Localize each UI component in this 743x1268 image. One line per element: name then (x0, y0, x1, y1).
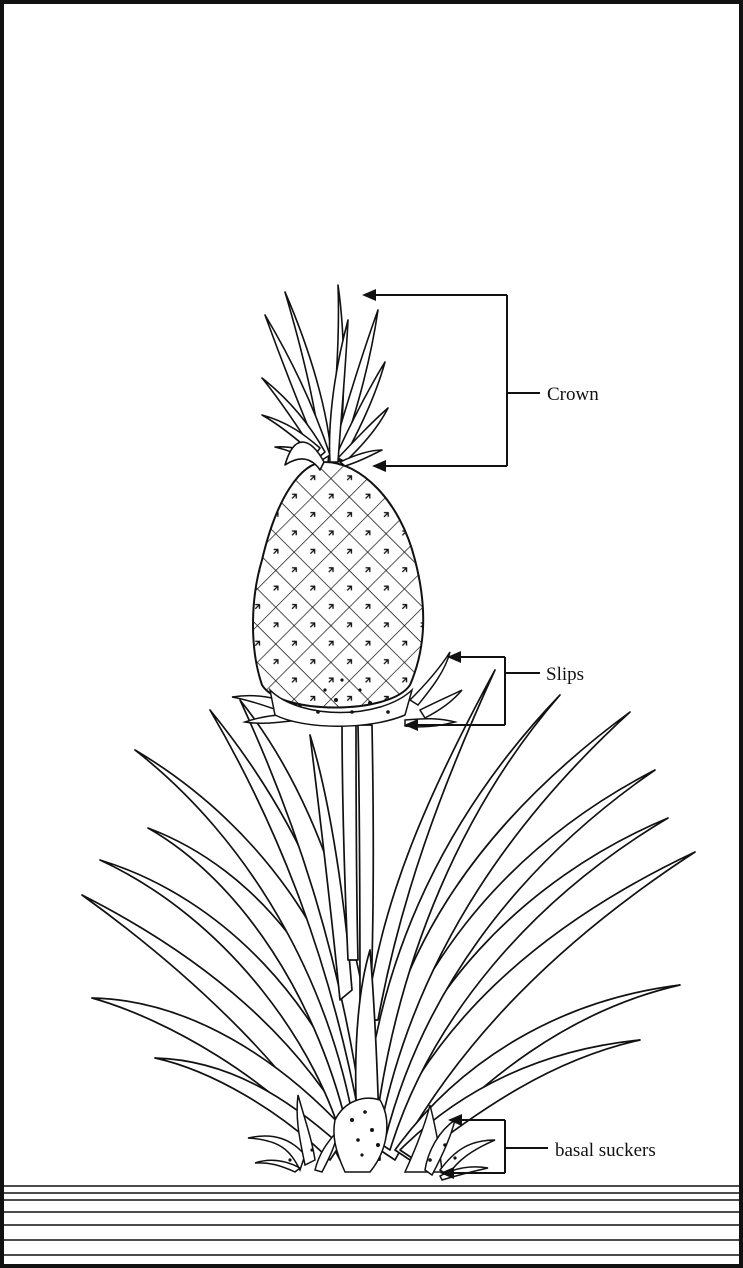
slips-label: Slips (546, 664, 584, 685)
basal-suckers-label: basal suckers (555, 1140, 656, 1161)
crown-leaves (262, 285, 388, 470)
ground-lines (4, 1186, 739, 1255)
crown-label: Crown (547, 384, 599, 405)
leaves (82, 670, 695, 1160)
pineapple-fruit (253, 462, 423, 726)
